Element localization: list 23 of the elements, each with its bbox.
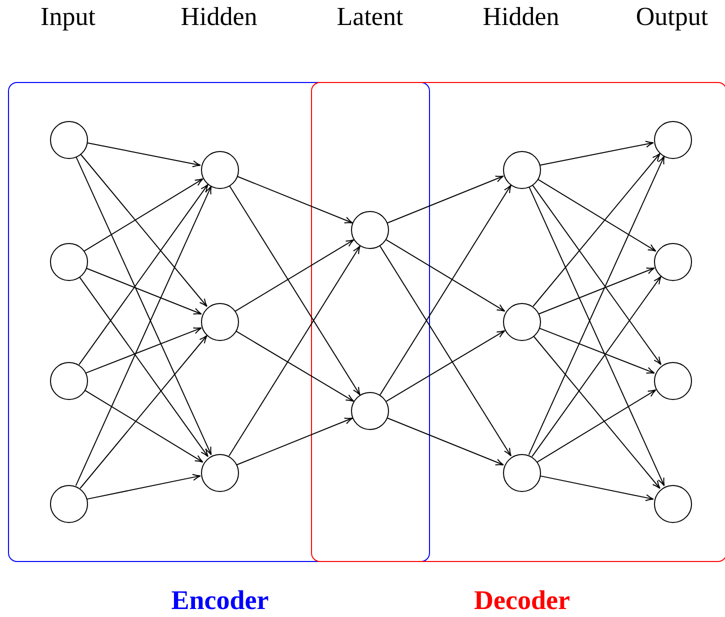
neuron-circle [201,454,239,492]
neuron-circle [654,121,692,159]
neuron-circle [50,121,88,159]
layer-label: Input [40,2,96,32]
neuron-circle [654,362,692,400]
neuron-circle [201,303,239,341]
neuron-circle [50,362,88,400]
layer-label: Hidden [482,2,560,32]
neuron-circle [201,151,239,189]
neuron-circle [50,243,88,281]
neuron-circle [503,151,541,189]
neuron-circle [503,303,541,341]
neuron-circle [503,454,541,492]
layer-label: Output [636,2,708,32]
neuron-circle [654,485,692,523]
group-title: Decoder [474,585,570,616]
group-title: Encoder [171,585,269,616]
layer-label: Hidden [180,2,258,32]
neuron-circle [654,243,692,281]
layer-label: Latent [336,2,404,32]
neuron-circle [50,485,88,523]
neuron-circle [351,392,389,430]
neuron-circle [351,211,389,249]
